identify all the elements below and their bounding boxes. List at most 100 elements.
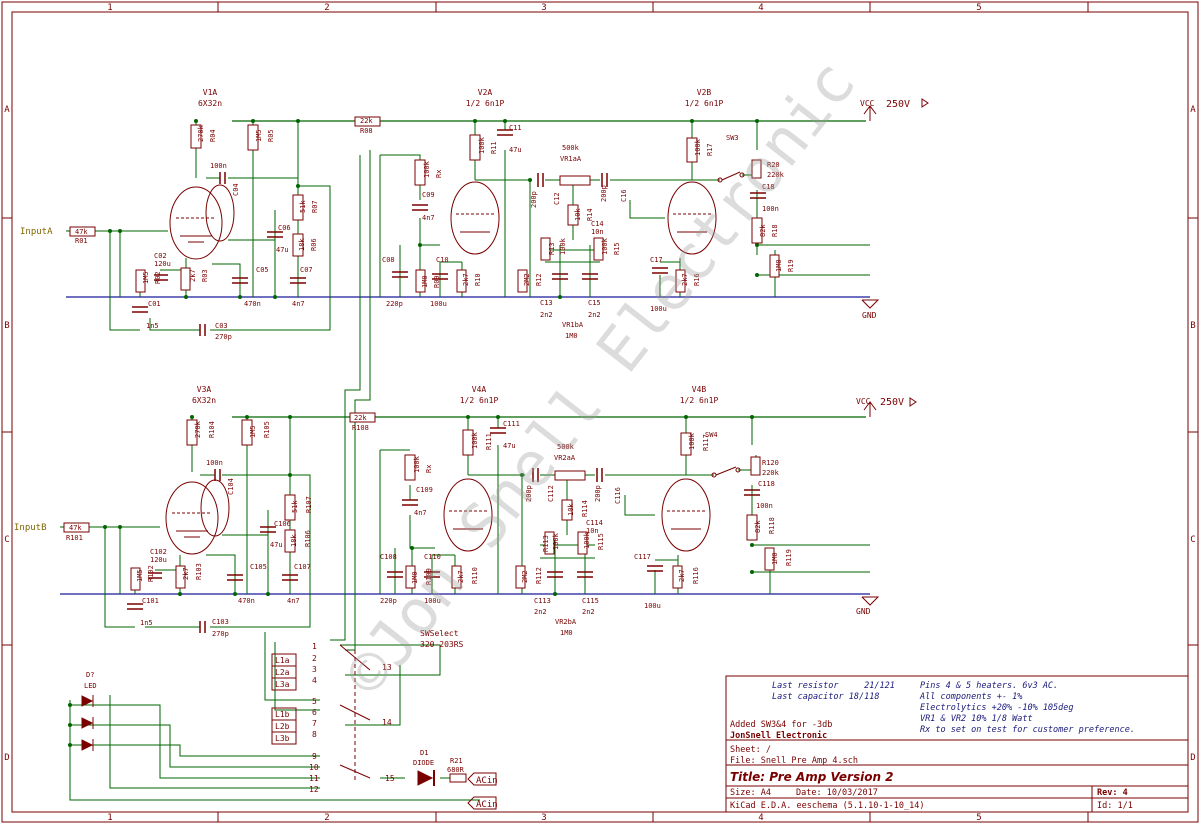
gnd-label: GND <box>862 311 877 320</box>
component-value: 2k7 <box>457 570 465 583</box>
selector-labels: SWSelect 320-203RS 1 2 3 4 5 6 7 8 9 10 … <box>275 629 464 794</box>
component-value: 470n <box>244 300 261 308</box>
tube-ref: V3A <box>197 385 212 394</box>
row-label: B <box>1190 321 1195 331</box>
component-value: 1M0 <box>421 275 429 288</box>
component-value: 1n5 <box>140 619 153 627</box>
component-ref: C111 <box>503 420 520 428</box>
led-value: LED <box>84 682 97 690</box>
row-label: B <box>4 321 9 331</box>
tube-v3a-icon <box>165 479 230 555</box>
component-ref: R19 <box>787 259 795 272</box>
tube-labels: V1A 6X32n V2A 1/2 6n1P V2B 1/2 6n1P V3A … <box>192 88 723 405</box>
selector-pin: 7 <box>312 719 317 728</box>
column-label: 5 <box>976 813 981 823</box>
component-ref: R11 <box>490 141 498 154</box>
tube-type: 1/2 6n1P <box>466 99 505 108</box>
component-ref: C01 <box>148 300 161 308</box>
component-value: 270k <box>197 124 205 142</box>
component-value: 10n <box>586 527 599 535</box>
component-ref: C06 <box>278 224 291 232</box>
selector-label-l1a: L1a <box>275 656 290 665</box>
component-value: 100k <box>478 136 486 154</box>
page-title: Title: Pre Amp Version 2 <box>730 770 894 784</box>
vcc-label: VCC <box>856 397 871 406</box>
component-value: 2n2 <box>588 311 601 319</box>
frame-labels: 1 2 3 4 5 1 2 3 4 5 A B C D A B C D <box>4 3 1196 823</box>
channel-a-labels: 47k R01 1M5 R02 2k7 R03 270k R04 1M5 R05… <box>75 117 795 341</box>
component-ref: C117 <box>634 553 651 561</box>
diode-value: DIODE <box>413 759 434 767</box>
row-label: C <box>4 535 9 545</box>
component-value: 47k <box>69 524 82 532</box>
tube-ref: V2A <box>478 88 493 97</box>
component-value: 100k <box>694 138 702 156</box>
acin-label: ACin <box>476 776 498 786</box>
component-ref: C102 <box>150 548 167 556</box>
wires <box>60 120 870 801</box>
component-value: 1M5 <box>255 129 263 142</box>
selector-pin: 8 <box>312 730 317 739</box>
tube-v1a-icon <box>169 184 235 260</box>
column-label: 5 <box>976 3 981 13</box>
component-value: 47u <box>270 541 283 549</box>
component-value: 100k <box>601 237 609 255</box>
component-value: 18k <box>290 534 298 547</box>
capacitor-plates <box>127 129 766 633</box>
selector-pin: 3 <box>312 665 317 674</box>
channel-b-labels: 47k R101 1M5 R102 2k7 R103 270k R104 1M5… <box>66 414 793 638</box>
switch-ref: SW3 <box>726 134 739 142</box>
component-value: 120u <box>154 260 171 268</box>
component-ref: C08 <box>382 256 395 264</box>
component-ref: C18 <box>762 183 775 191</box>
title-block-text: Added SW3&4 for -3db JonSnell Electronic… <box>730 720 1133 811</box>
note-rx: Rx to set on test for customer preferenc… <box>920 725 1135 735</box>
sheet-size: Size: A4 <box>730 788 771 798</box>
component-ref: R113 <box>542 535 550 552</box>
selector-pin: 13 <box>382 663 392 672</box>
component-ref: R105 <box>263 421 271 438</box>
component-value: 2k7 <box>681 273 689 286</box>
component-ref: R109 <box>425 568 433 585</box>
component-ref: R117 <box>702 434 710 451</box>
component-ref: R04 <box>209 129 217 142</box>
diode-icon <box>417 770 435 786</box>
component-ref: C17 <box>650 256 663 264</box>
selector-label-l2a: L2a <box>275 668 290 677</box>
component-ref: C116 <box>614 487 622 504</box>
component-ref: C105 <box>250 563 267 571</box>
resistor-bodies <box>63 116 780 783</box>
selector-pin: 9 <box>312 752 317 761</box>
component-value: 470n <box>238 597 255 605</box>
component-value: 100k <box>583 531 591 549</box>
design-notes: Last resistor 21/121 Last capacitor 18/1… <box>772 681 1135 735</box>
tube-v4b-icon <box>661 478 711 552</box>
junction-dots <box>68 119 759 747</box>
vcc-value-label: 250V <box>886 99 910 110</box>
component-value: 100u <box>430 300 447 308</box>
component-value: 10k <box>574 208 582 221</box>
tube-type: 1/2 6n1P <box>460 396 499 405</box>
component-ref: C114 <box>586 519 603 527</box>
component-value: 1n5 <box>146 322 159 330</box>
component-ref: R120 <box>762 459 779 467</box>
r21-ref: R21 <box>450 757 463 765</box>
row-label: A <box>4 105 10 115</box>
selector-pin: 6 <box>312 708 317 717</box>
component-value: 120u <box>150 556 167 564</box>
component-ref: R108 <box>352 424 369 432</box>
r21-value: 680R <box>447 766 465 774</box>
selector-pin: 1 <box>312 642 317 651</box>
component-value: 4n7 <box>292 300 305 308</box>
row-label: A <box>1190 105 1196 115</box>
component-value: 2k7 <box>189 269 197 282</box>
sheet-id: Id: 1/1 <box>1097 801 1133 811</box>
component-value: 100u <box>644 602 661 610</box>
component-ref: C09 <box>422 191 435 199</box>
component-ref: C13 <box>540 299 553 307</box>
switch-symbols <box>339 171 745 780</box>
component-ref: Rx <box>425 465 433 473</box>
component-value: 270p <box>212 630 229 638</box>
row-label: C <box>1190 535 1195 545</box>
